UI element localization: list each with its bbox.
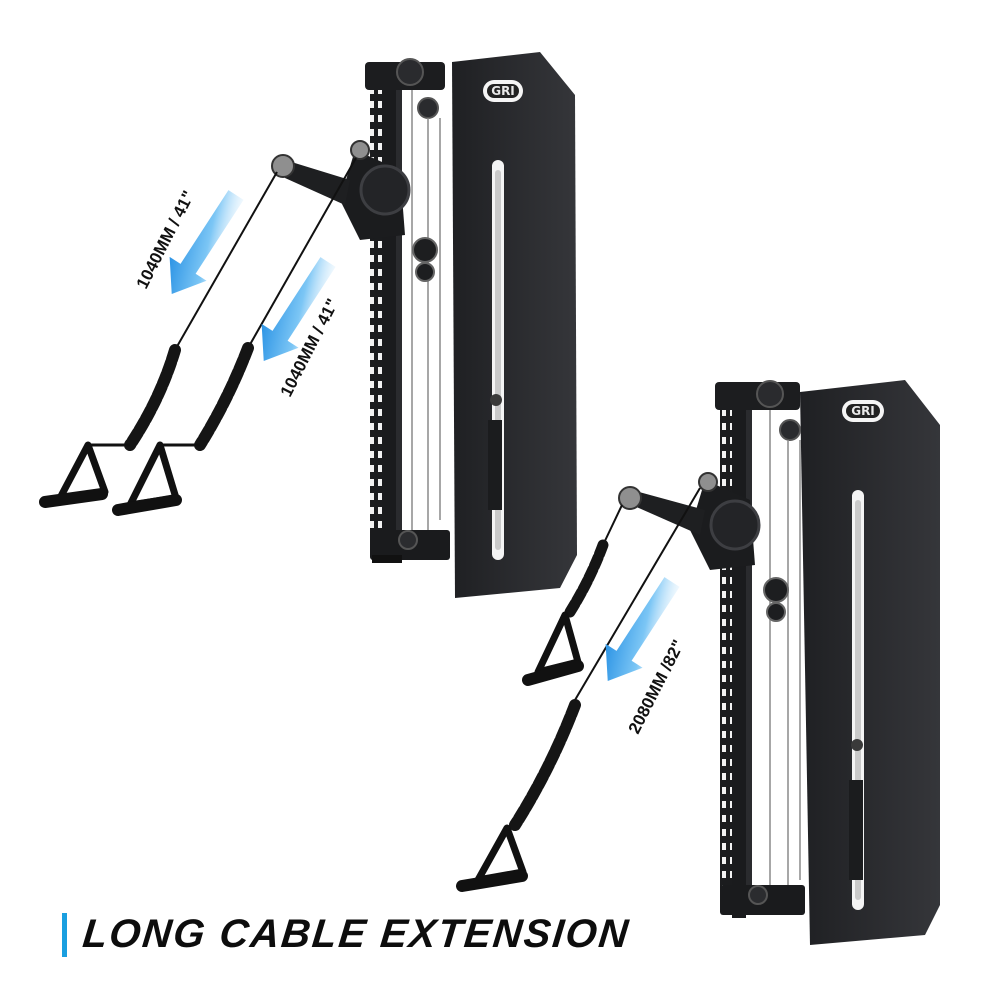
machine-top-panel xyxy=(452,52,577,598)
machine-top: GRI xyxy=(39,52,577,598)
pulley-icon xyxy=(396,58,424,86)
machine-bottom: GRI xyxy=(456,380,940,945)
caption-accent-bar xyxy=(62,912,67,957)
brand-logo-icon: GRI xyxy=(842,400,884,422)
brand-logo-text: GRI xyxy=(851,404,875,418)
machine-bottom-upright xyxy=(720,392,732,912)
triangle-handle-icon xyxy=(522,611,584,686)
brand-logo-icon: GRI xyxy=(483,80,523,102)
triangle-handle-icon xyxy=(39,441,109,508)
brand-logo-text: GRI xyxy=(491,84,515,98)
caption-title: LONG CABLE EXTENSION xyxy=(80,912,633,956)
triangle-handle-icon xyxy=(112,441,182,516)
machine-top-upright xyxy=(370,75,382,555)
down-left-arrow-icon xyxy=(261,257,336,361)
down-left-arrow-icon xyxy=(605,577,680,681)
triangle-handle-icon xyxy=(456,824,528,892)
cable-sleeve xyxy=(124,342,254,451)
pulley-icon xyxy=(756,380,784,408)
down-left-arrow-icon xyxy=(169,190,244,294)
machine-bottom-panel xyxy=(800,380,940,945)
caption: LONG CABLE EXTENSION xyxy=(62,912,633,957)
